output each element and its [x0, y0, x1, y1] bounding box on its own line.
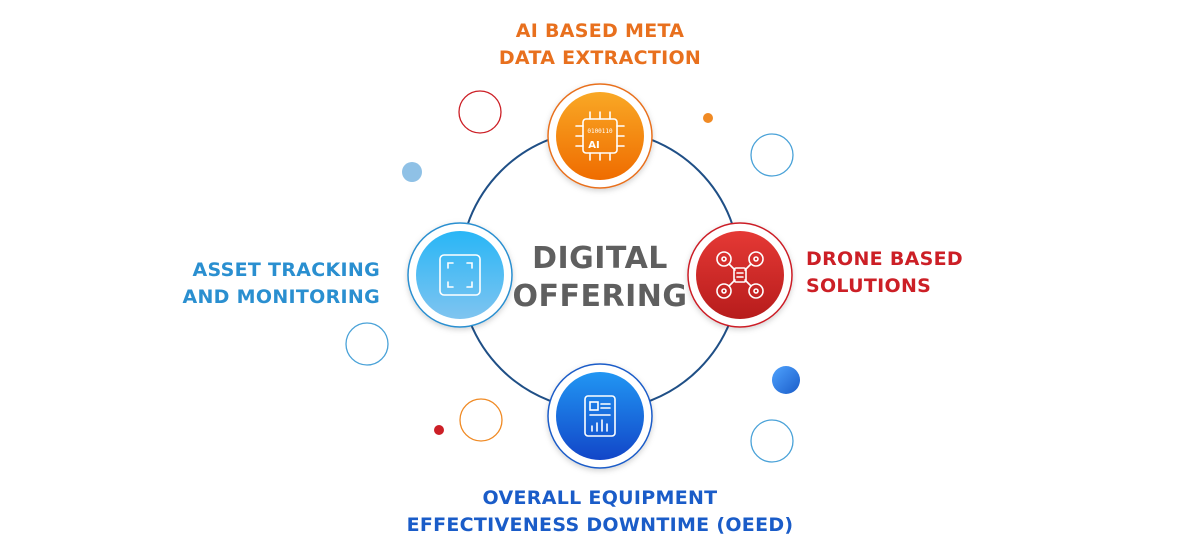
decor-circle-red [458, 90, 502, 134]
decor-dot-lightblue [402, 162, 422, 182]
label-asset: ASSET TRACKING AND MONITORING [130, 257, 380, 311]
report-chart-icon [584, 395, 616, 437]
chip-label: AI [588, 140, 599, 151]
label-ai-line2: DATA EXTRACTION [498, 47, 702, 69]
label-ai-line1: AI BASED META [515, 20, 685, 42]
label-ai: AI BASED META DATA EXTRACTION [400, 18, 800, 72]
decor-circle-orange [459, 398, 503, 442]
node-asset [407, 222, 513, 328]
label-drone-line1: DRONE BASED [806, 248, 963, 270]
label-asset-line2: AND MONITORING [182, 286, 380, 308]
drone-icon [716, 251, 764, 299]
label-asset-line1: ASSET TRACKING [192, 259, 380, 281]
decor-dot-orange [703, 113, 713, 123]
label-drone-line2: SOLUTIONS [806, 275, 932, 297]
node-drone [687, 222, 793, 328]
scan-frame-icon [439, 254, 481, 296]
label-oeed: OVERALL EQUIPMENT EFFECTIVENESS DOWNTIME… [350, 485, 850, 539]
ai-chip-icon: 0100110 AI [575, 111, 625, 161]
center-title: DIGITAL OFFERING [500, 240, 700, 316]
decor-circle-blue-top [750, 133, 794, 177]
decor-dot-blue [772, 366, 800, 394]
decor-circle-blue-bottom [750, 419, 794, 463]
chip-bits: 0100110 [587, 128, 613, 135]
decor-circle-blue-left [345, 322, 389, 366]
decor-dot-red [434, 425, 444, 435]
center-title-line1: DIGITAL [532, 241, 668, 276]
label-drone: DRONE BASED SOLUTIONS [806, 246, 963, 300]
label-oeed-line2: EFFECTIVENESS DOWNTIME (OEED) [406, 514, 794, 536]
node-ai: 0100110 AI [547, 83, 653, 189]
center-title-line2: OFFERING [512, 279, 688, 314]
node-oeed [547, 363, 653, 469]
label-oeed-line1: OVERALL EQUIPMENT [482, 487, 718, 509]
